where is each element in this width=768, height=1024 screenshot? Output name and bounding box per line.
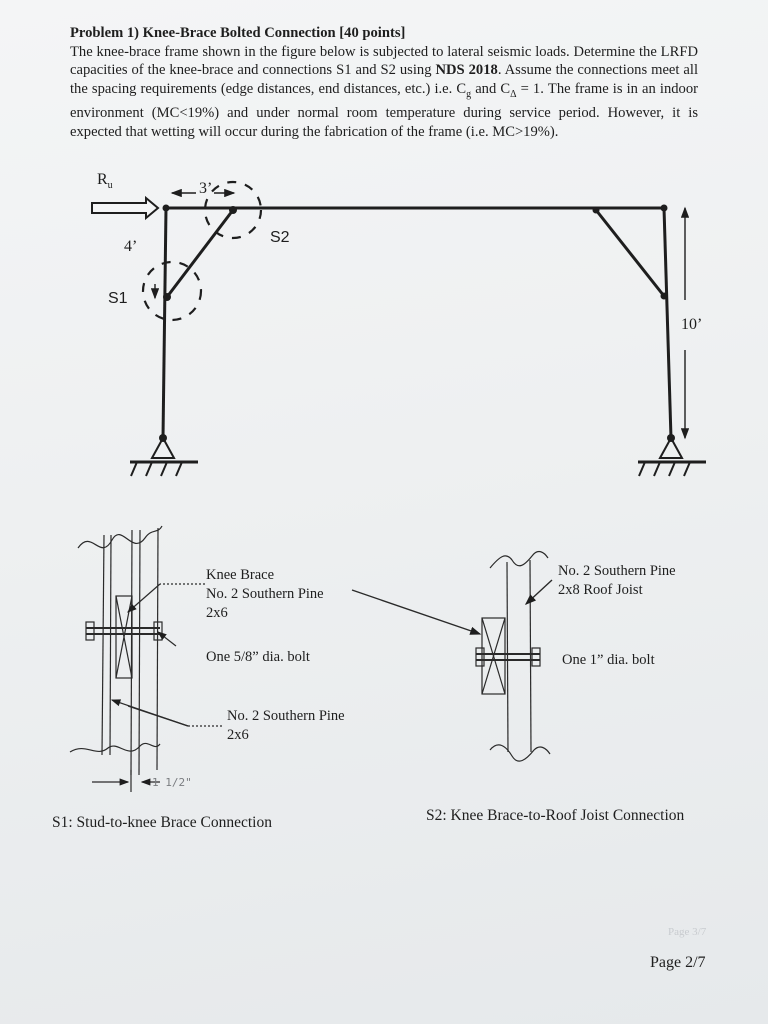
s2-caption: S2: Knee Brace-to-Roof Joist Connection [426, 807, 685, 824]
left-knee-brace-line [165, 209, 235, 298]
s2-highlight-circle [203, 180, 263, 240]
joint-top-left [162, 204, 170, 212]
joint-s2 [229, 206, 237, 214]
joint-top-right [660, 204, 668, 212]
cd-factor: CΔ [500, 80, 517, 100]
cg-factor: Cg [456, 80, 472, 100]
detail-s2-drawing [351, 550, 553, 762]
joint-right-brace-top [592, 206, 600, 214]
knee-brace-frame [91, 180, 706, 477]
bleed-through-page-number: Page 3/7 [668, 926, 707, 938]
s1-label: S1 [108, 290, 128, 307]
s1-stud-label-1: No. 2 Southern Pine [227, 708, 345, 724]
right-pin-support [638, 437, 706, 477]
problem-text-3: = 1. The frame is in an indoor environme… [70, 80, 698, 140]
right-knee-brace-line [594, 209, 666, 297]
s1-bolt-label: One 5/8” dia. bolt [206, 649, 310, 665]
dim-3ft-label: 3’ [199, 180, 213, 197]
joint-right-brace-bottom [660, 292, 668, 300]
load-label: Ru [97, 171, 113, 192]
left-pin-support [130, 437, 198, 477]
problem-points: [40 points] [339, 25, 406, 41]
s1-stud-label-2: 2x6 [227, 727, 249, 743]
nds-reference: NDS 2018 [435, 62, 498, 79]
s1-highlight-circle [141, 260, 203, 322]
and-word: and [471, 80, 501, 97]
s1-knee-brace-label-3: 2x6 [206, 605, 228, 621]
s2-bolt-label: One 1” dia. bolt [562, 652, 655, 668]
right-column-line [662, 207, 673, 439]
problem-text-2: . Assume the connections meet all the sp… [70, 62, 699, 97]
s2-label: S2 [270, 229, 290, 246]
joint-s1 [163, 293, 171, 301]
lateral-load-arrow [91, 195, 160, 221]
detail-s1-drawing [69, 525, 222, 792]
problem-statement: Problem 1) Knee-Brace Bolted Connection … [70, 24, 698, 141]
s1-knee-brace-label-2: No. 2 Southern Pine [206, 586, 324, 602]
s1-caption: S1: Stud-to-knee Brace Connection [52, 814, 272, 831]
s2-joist-label-2: 2x8 Roof Joist [558, 582, 643, 598]
s1-dimension-label: 1 1/2" [152, 776, 192, 789]
page-number: Page 2/7 [650, 954, 706, 971]
s2-joist-label-1: No. 2 Southern Pine [558, 563, 676, 579]
s1-knee-brace-label-1: Knee Brace [206, 567, 275, 583]
problem-text-1: The knee-brace frame shown in the figure… [70, 43, 698, 79]
problem-heading: Problem 1) Knee-Brace Bolted Connection [70, 25, 336, 41]
left-column-line [161, 207, 168, 439]
dim-10ft-label: 10’ [681, 316, 703, 333]
dim-4ft-label: 4’ [124, 238, 138, 255]
